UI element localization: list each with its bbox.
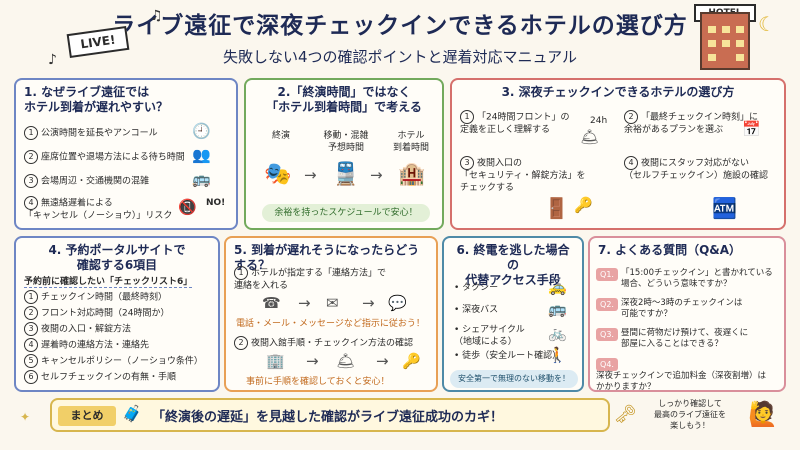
label-hotel: ホテル 到着時間 — [392, 131, 429, 153]
access-item: • シェアサイクル （地域による） — [454, 325, 525, 347]
bus-icon: 🚌 — [192, 170, 211, 188]
arrow-icon: → — [306, 352, 319, 370]
hotel-icon: 🏨 — [398, 162, 426, 187]
checklist-title: 予約前に確認したい「チェックリスト6」 — [24, 274, 193, 288]
building-icon: 🏢 — [266, 352, 285, 370]
section7-title: 7. よくある質問（Q&A） — [598, 243, 742, 257]
section-alternative-access: 6. 終電を逃した場合の 代替アクセス手段 • タクシー • 深夜バス • シェ… — [442, 236, 584, 392]
section-hotel-choice: 3. 深夜チェックインできるホテルの選び方 1「24時間フロント」の 定義を正し… — [450, 78, 786, 230]
sparkle-icon: ✦ — [20, 410, 31, 424]
bell-icon: 🛎 — [580, 128, 600, 146]
faq-item: Q3.昼間に荷物だけ預けて、夜遅くに 部屋に入ることはできる？ — [596, 328, 748, 350]
chat-icon: 💬 — [388, 294, 407, 312]
moon-icon: ☾ — [758, 12, 776, 36]
section3-title: 3. 深夜チェックインできるホテルの選び方 — [501, 85, 735, 99]
train-icon: 🚆 — [332, 162, 360, 187]
hotel-building-icon — [700, 12, 750, 70]
arrow-icon: → — [376, 352, 389, 370]
arrow-icon: → — [362, 294, 375, 312]
door-icon: 🚪 — [544, 196, 569, 220]
key-icon: 🗝 — [614, 404, 637, 425]
music-note-icon: ♫ — [150, 8, 163, 24]
reception-icon: 🛎 — [336, 352, 356, 370]
bus-icon: 🚌 — [548, 300, 567, 318]
mail-icon: ✉ — [326, 294, 339, 312]
section2-title: 2.「終演時間」ではなく 「ホテル到着時間」で考える — [266, 85, 422, 114]
faq-item: Q1.「15:00チェックイン」と書かれている 場合、どういう意味ですか？ — [596, 268, 773, 290]
section3-item: 2「最終チェックイン時刻」に 余裕があるプランを選ぶ — [624, 110, 759, 135]
taxi-icon: 🚕 — [548, 278, 567, 296]
speech-bubble: しっかり確認して 最高のライブ遠征を 楽しもう！ — [654, 399, 726, 430]
arrow-icon: → — [298, 294, 311, 312]
no-label: NO! — [206, 198, 226, 208]
clock-icon: 🕘 — [192, 122, 211, 140]
access-item: • 徒歩（安全ルート確認） — [454, 351, 562, 361]
bicycle-icon: 🚲 — [548, 324, 567, 342]
arrow-icon: → — [370, 166, 383, 184]
key-icon: 🔑 — [574, 196, 593, 214]
summary-label: まとめ — [58, 406, 116, 426]
label-end: 終演 — [271, 131, 290, 141]
section6-title: 6. 終電を逃した場合の 代替アクセス手段 — [456, 243, 570, 287]
section-arrival-time: 2.「終演時間」ではなく 「ホテル到着時間」で考える 終演 移動・混雑 予想時間… — [244, 78, 444, 230]
faq-item: Q4.深夜チェックインで追加料金（深夜割増）は かかりますか？ — [596, 358, 767, 392]
section1-title: 1. なぜライブ遠征では ホテル到着が遅れやすい？ — [24, 85, 169, 114]
calendar-icon: 📅 — [742, 120, 761, 138]
page-title: ライブ遠征で深夜チェックインできるホテルの選び方 — [112, 13, 688, 39]
walking-icon: 🚶 — [548, 346, 567, 364]
section5-note: 電話・メール・メッセージなど指示に従おう！ — [236, 319, 425, 329]
person-icon: 🙋 — [748, 400, 778, 428]
section5-note: 事前に手順を確認しておくと安心！ — [246, 377, 390, 387]
music-note-icon: ♪ — [48, 52, 57, 68]
section2-footer: 余裕を持ったスケジュールで安心！ — [262, 204, 430, 222]
arrow-icon: → — [304, 166, 317, 184]
suitcase-icon: 🧳 — [122, 404, 142, 423]
access-item: • タクシー — [454, 283, 499, 293]
faq-item: Q2.深夜2時〜3時のチェックインは 可能ですか？ — [596, 298, 742, 320]
kiosk-icon: 🏧 — [712, 196, 737, 220]
section4-title: 4. 予約ポータルサイトで 確認する6項目 — [48, 243, 186, 272]
access-item: • 深夜バス — [454, 305, 499, 315]
label-move: 移動・混雑 予想時間 — [323, 131, 369, 153]
summary-text: 「終演後の遅延」を見越した確認がライブ遠征成功のカギ！ — [152, 410, 504, 425]
section-faq: 7. よくある質問（Q&A） Q1.「15:00チェックイン」と書かれている 場… — [588, 236, 786, 392]
clock-24h-label: 24h — [590, 116, 608, 126]
crowd-icon: 👥 — [192, 146, 211, 164]
summary-bar: まとめ 🧳 「終演後の遅延」を見越した確認がライブ遠征成功のカギ！ — [50, 398, 610, 432]
phone-icon: 📵 — [178, 198, 197, 216]
key-icon: 🔑 — [402, 352, 421, 370]
page-subtitle: 失敗しない4つの確認ポイントと遅着対応マニュアル — [222, 48, 578, 66]
phone-icon: ☎ — [262, 294, 281, 312]
section6-footer: 安全第一で無理のない移動を！ — [450, 370, 578, 388]
stage-icon: 🎭 — [264, 162, 292, 187]
section3-item: 1「24時間フロント」の 定義を正しく理解する — [460, 110, 570, 135]
section-checklist: 4. 予約ポータルサイトで 確認する6項目 予約前に確認したい「チェックリスト6… — [14, 236, 220, 392]
